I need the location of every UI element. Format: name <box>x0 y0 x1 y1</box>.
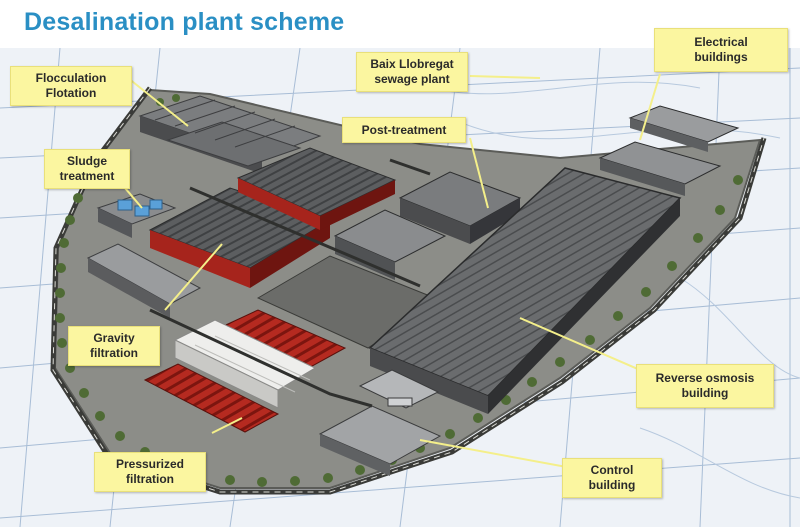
callout-line: building <box>588 478 636 492</box>
callout-control-building: Control building <box>562 458 662 498</box>
callout-sludge-treatment: Sludge treatment <box>44 149 130 189</box>
reverse-osmosis-building <box>368 167 682 414</box>
callout-line: treatment <box>59 169 115 183</box>
callout-line: Reverse osmosis <box>655 371 755 385</box>
leader-lines <box>107 73 661 469</box>
callout-electrical-buildings: Electrical buildings <box>654 28 788 72</box>
callout-line: Pressurized <box>115 457 185 471</box>
callout-line: building <box>681 386 729 400</box>
callout-line: Gravity <box>93 331 135 345</box>
callout-line: sewage plant <box>374 72 450 86</box>
callout-line: buildings <box>694 50 748 64</box>
upper-process-hall <box>236 147 397 230</box>
control-building <box>318 369 442 476</box>
callout-line: Electrical <box>694 35 748 49</box>
callout-gravity-filtration: Gravity filtration <box>68 326 160 366</box>
callout-baix-llobregat-sewage-plant: Baix Llobregat sewage plant <box>356 52 468 92</box>
pressurized-filtration-units <box>143 363 280 433</box>
callout-post-treatment: Post-treatment <box>342 117 466 143</box>
callout-line: filtration <box>126 472 174 486</box>
callout-line: Flotation <box>45 86 97 100</box>
callout-line: Flocculation <box>35 71 107 85</box>
callout-pressurized-filtration: Pressurized filtration <box>94 452 206 492</box>
callout-line: Baix Llobregat <box>370 57 454 71</box>
page-title: Desalination plant scheme <box>24 8 345 36</box>
flocculation-buildings <box>138 95 322 174</box>
storage-shed <box>86 243 202 318</box>
internal-roads <box>149 158 431 408</box>
electrical-buildings <box>598 105 740 196</box>
callout-line: Post-treatment <box>361 122 447 137</box>
callout-line: Control <box>590 463 634 477</box>
callout-line: Sludge <box>66 154 107 168</box>
callout-reverse-osmosis-building: Reverse osmosis building <box>636 364 774 408</box>
callout-flocculation-flotation: Flocculation Flotation <box>10 66 132 106</box>
callout-line: filtration <box>90 346 138 360</box>
post-treatment-building <box>398 171 522 244</box>
sludge-treatment-unit <box>96 193 177 238</box>
